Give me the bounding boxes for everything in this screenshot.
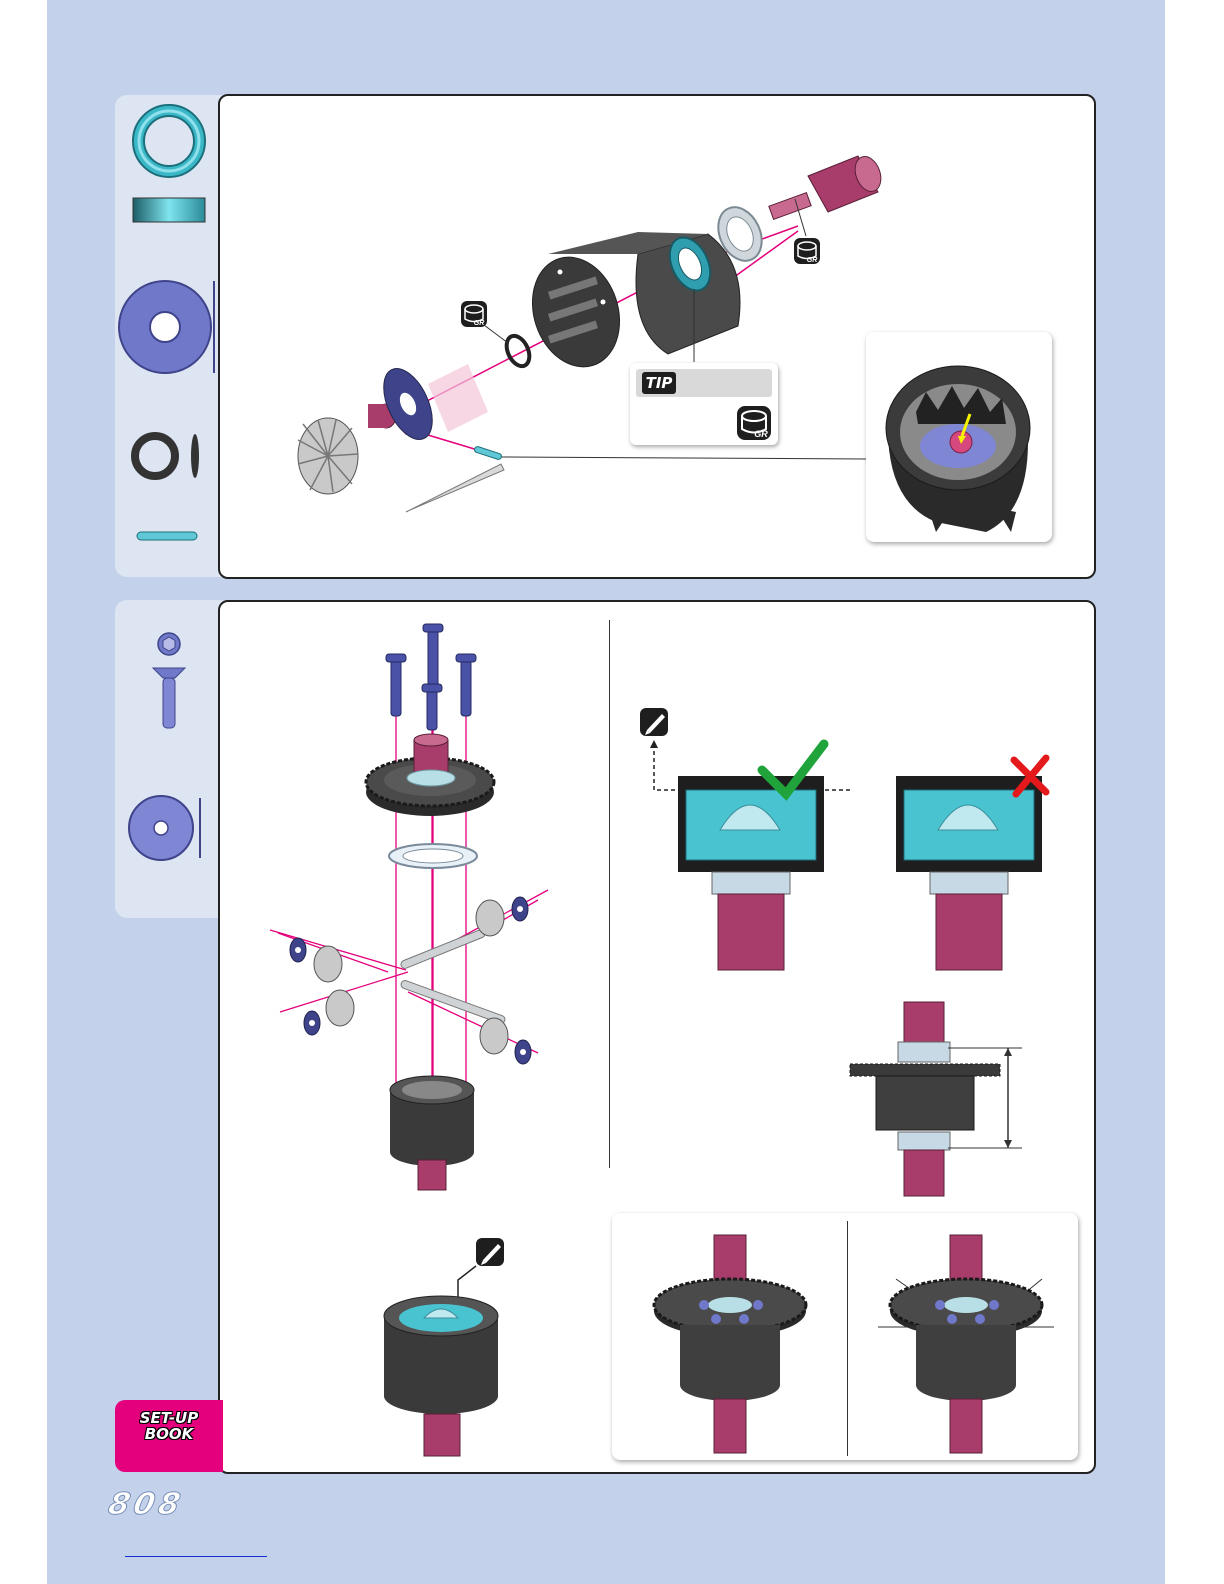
cross-shaft-part [400,979,506,1024]
washer-small-icon [129,796,201,860]
parts-list-bottom [115,600,223,918]
setup-book-badge[interactable]: SET-UP BOOK [115,1400,223,1472]
exploded-gear-diff-diagram [218,600,608,1200]
bearing-ring-icon [133,105,205,177]
fill-level-comparison [610,700,1080,980]
housing-closeup-illustration [866,332,1052,542]
footer-link[interactable] [125,1556,267,1557]
incorrect-fill-example [896,758,1046,970]
housing-closeup-inset [866,332,1052,542]
setup-book-line1: SET-UP [115,1410,223,1426]
diff-case-part [390,1076,474,1190]
marker-pen-icon [476,1238,504,1266]
countersunk-screw-icon [153,633,185,728]
brand-logo-text: 808 [105,1487,187,1522]
washer-large-icon [119,281,215,373]
brand-logo: 808 [112,1490,252,1518]
diff-housing-part [519,232,740,378]
grease-jar-icon: GR [736,405,772,441]
assembled-diff-view-left [612,1213,847,1460]
tip-header: TIP [636,369,772,397]
grease-jar-icon: GR [793,237,821,265]
marker-pen-icon [640,708,668,736]
outdrive-part [769,153,886,219]
assembled-diff-height-diagram [840,1000,1050,1200]
pin-with-tweezers [406,446,504,512]
parts-list-top [115,95,223,577]
tip-callout: TIP GR [630,363,778,445]
setup-book-line2: BOOK [115,1426,223,1442]
bearing-side-icon [133,198,205,222]
spur-gear-part [366,734,494,816]
pin-icon [137,532,197,540]
o-ring-part [502,332,534,369]
shim-part [389,844,477,868]
assembled-diff-view-right [848,1213,1078,1460]
o-ring-icon [135,434,199,478]
cross-shaft-part [400,928,486,969]
grease-label: GR [474,320,485,327]
correct-fill-example [678,744,824,970]
screw-parts [386,624,476,730]
filled-diff-case-diagram [380,1236,540,1461]
grease-label: GR [754,429,768,439]
grease-label: GR [807,257,818,264]
tip-badge: TIP [642,372,676,394]
assembled-diff-inset [612,1213,1078,1460]
small-bevel-gears [314,900,508,1054]
grease-jar-icon: GR [460,300,488,328]
